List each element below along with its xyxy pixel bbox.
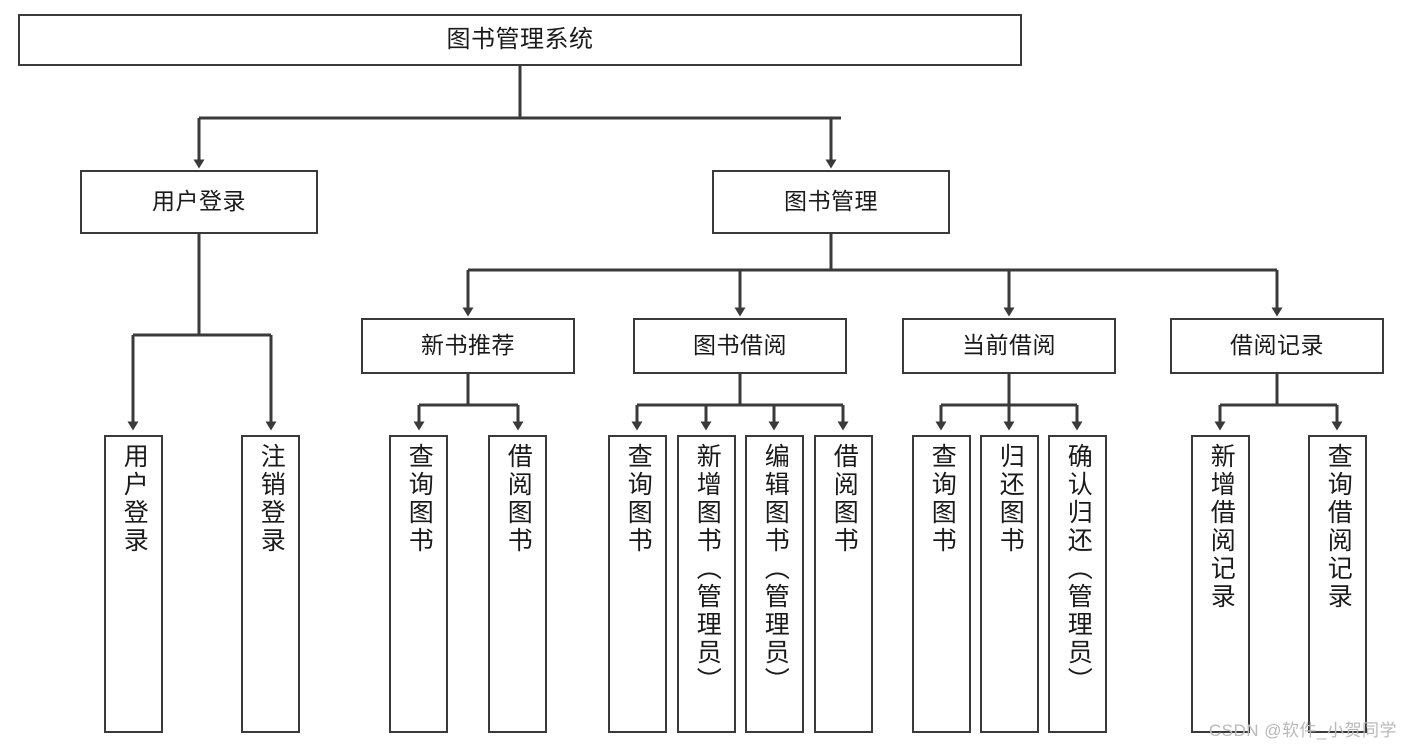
node-user-login[interactable]: 用户登录 (80, 170, 318, 234)
node-label: 查询图书 (928, 443, 957, 555)
leaf-borrow-book-2[interactable]: 借阅图书 (814, 435, 873, 733)
node-label: 查询借阅记录 (1324, 443, 1353, 611)
leaf-user-login[interactable]: 用户登录 (104, 435, 163, 733)
leaf-return-book[interactable]: 归还图书 (980, 435, 1039, 733)
node-label: 归还图书 (996, 443, 1025, 555)
leaf-add-record[interactable]: 新增借阅记录 (1191, 435, 1250, 733)
node-label: 当前借阅 (962, 332, 1056, 359)
node-label: 编辑图书（管理员） (761, 443, 790, 695)
node-label: 确认归还（管理员） (1064, 443, 1093, 695)
node-label: 图书管理 (784, 188, 878, 215)
node-label: 图书管理系统 (446, 25, 594, 53)
leaf-confirm-return[interactable]: 确认归还（管理员） (1048, 435, 1107, 733)
node-label: 图书借阅 (693, 332, 787, 359)
node-borrow-record[interactable]: 借阅记录 (1170, 318, 1384, 374)
node-book-manage[interactable]: 图书管理 (712, 170, 950, 234)
node-label: 查询图书 (624, 443, 653, 555)
node-label: 用户登录 (120, 443, 149, 555)
node-label: 新增图书（管理员） (693, 443, 722, 695)
node-label: 借阅图书 (504, 443, 533, 555)
node-label: 借阅记录 (1230, 332, 1324, 359)
leaf-add-book[interactable]: 新增图书（管理员） (677, 435, 736, 733)
leaf-query-book-3[interactable]: 查询图书 (912, 435, 971, 733)
node-label: 查询图书 (405, 443, 434, 555)
leaf-borrow-book-1[interactable]: 借阅图书 (488, 435, 547, 733)
node-book-borrow[interactable]: 图书借阅 (633, 318, 847, 374)
node-new-book-rec[interactable]: 新书推荐 (361, 318, 575, 374)
leaf-query-record[interactable]: 查询借阅记录 (1308, 435, 1367, 733)
leaf-logout[interactable]: 注销登录 (241, 435, 300, 733)
node-label: 借阅图书 (830, 443, 859, 555)
node-label: 新增借阅记录 (1207, 443, 1236, 611)
node-root-system[interactable]: 图书管理系统 (18, 14, 1022, 66)
node-current-borrow[interactable]: 当前借阅 (902, 318, 1116, 374)
leaf-edit-book[interactable]: 编辑图书（管理员） (745, 435, 804, 733)
node-label: 新书推荐 (421, 332, 515, 359)
leaf-query-book-1[interactable]: 查询图书 (389, 435, 448, 733)
leaf-query-book-2[interactable]: 查询图书 (608, 435, 667, 733)
node-label: 用户登录 (152, 188, 246, 215)
node-label: 注销登录 (257, 443, 286, 555)
watermark-text: CSDN @软件_小贺同学 (1208, 721, 1397, 740)
